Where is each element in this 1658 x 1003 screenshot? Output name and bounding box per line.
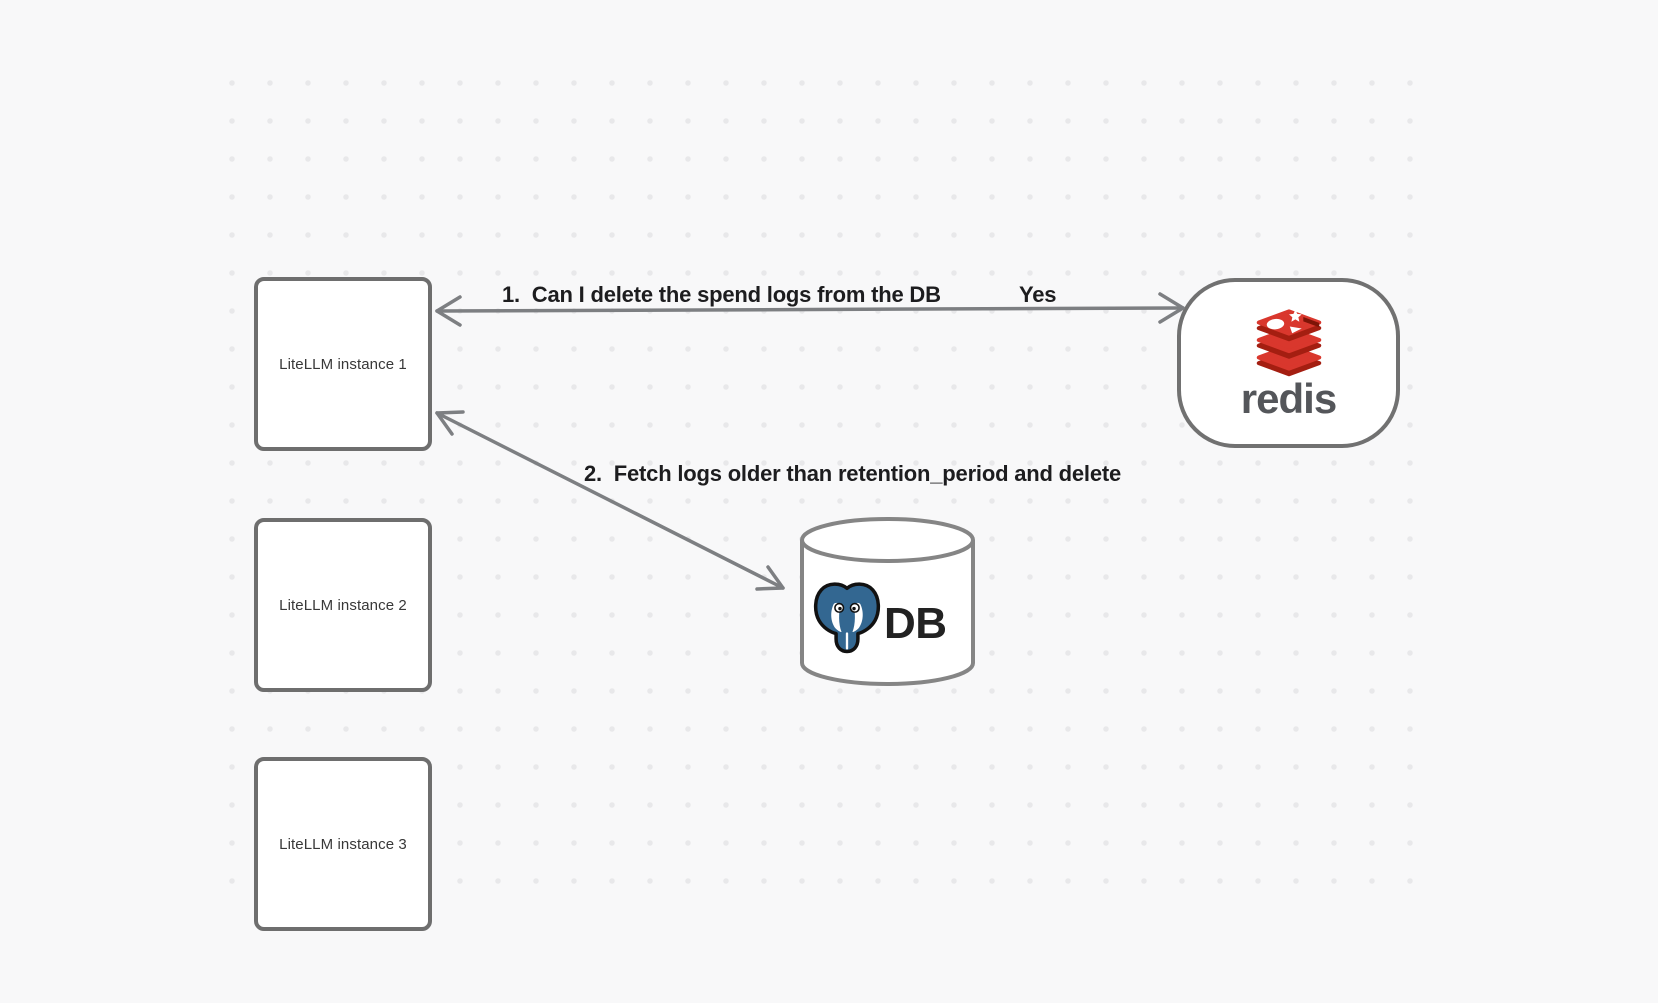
redis-wordmark: redis <box>1240 374 1337 422</box>
postgresql-elephant-icon <box>813 582 881 654</box>
node-litellm-instance-3: LiteLLM instance 3 <box>254 757 432 931</box>
node-label: LiteLLM instance 1 <box>279 355 407 373</box>
arrow-1-label: 1. Can I delete the spend logs from the … <box>502 282 941 307</box>
node-label: LiteLLM instance 2 <box>279 596 407 614</box>
db-label: DB <box>884 599 947 648</box>
redis-stack-icon <box>1256 308 1321 376</box>
node-label: LiteLLM instance 3 <box>279 835 407 853</box>
arrow-2-label: 2. Fetch logs older than retention_perio… <box>584 461 1122 486</box>
node-litellm-instance-1: LiteLLM instance 1 <box>254 277 432 451</box>
arrow-1-response: Yes <box>1019 282 1057 307</box>
node-litellm-instance-2: LiteLLM instance 2 <box>254 518 432 692</box>
node-redis: redis <box>1177 278 1400 448</box>
